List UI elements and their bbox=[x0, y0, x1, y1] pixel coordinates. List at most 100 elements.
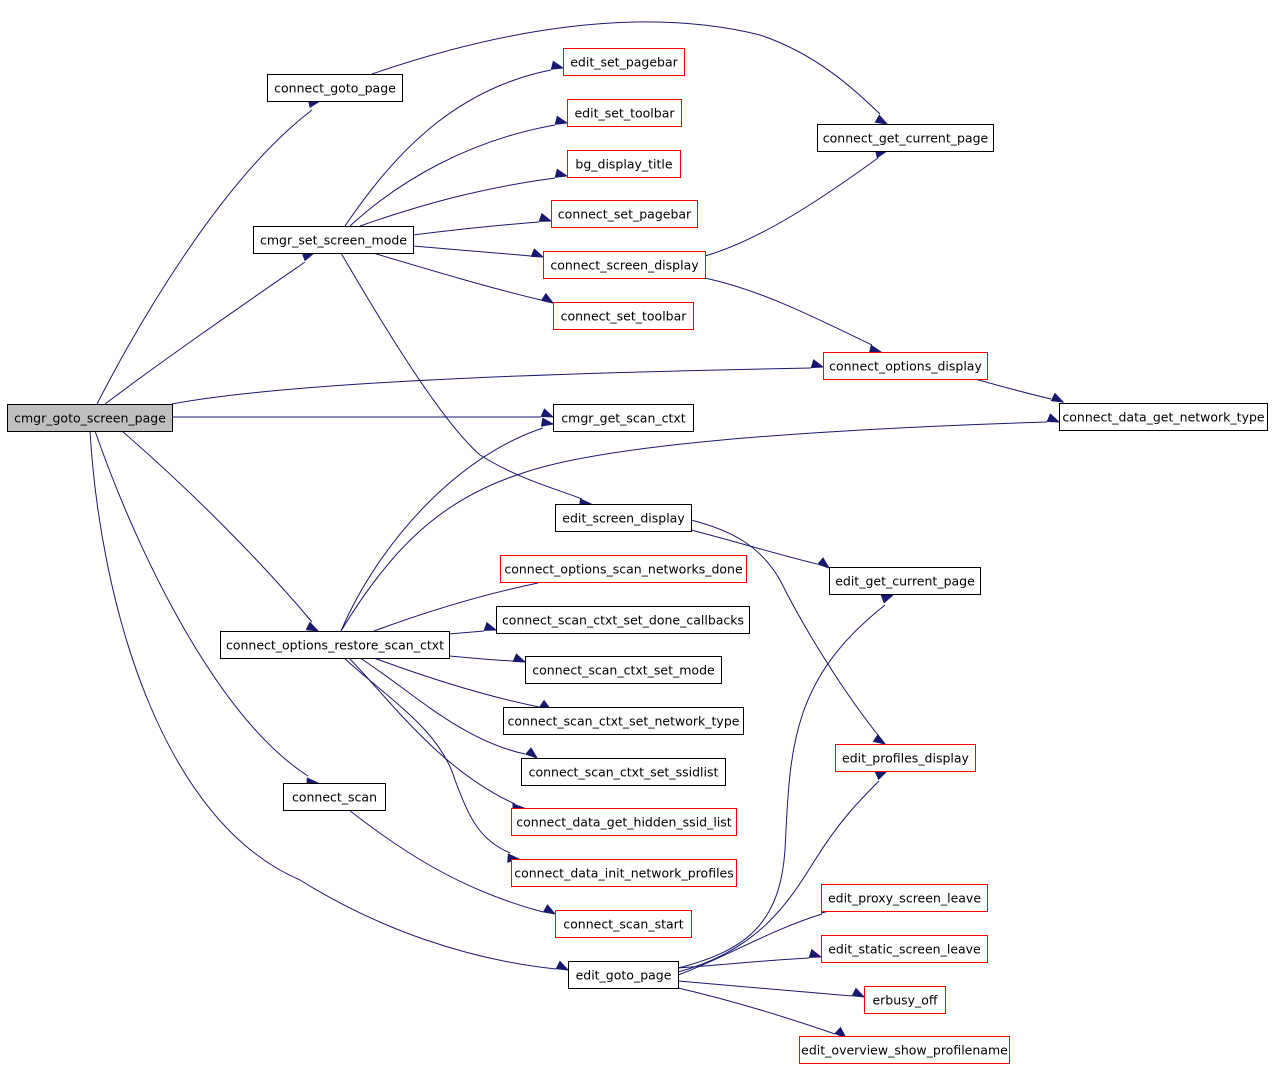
node-connect-scan-start[interactable]: connect_scan_start bbox=[555, 910, 692, 938]
node-box bbox=[553, 404, 694, 432]
node-edit-profiles-display[interactable]: edit_profiles_display bbox=[835, 744, 976, 772]
edge-line bbox=[171, 367, 812, 405]
edge-line bbox=[412, 221, 540, 236]
node-edit-set-toolbar[interactable]: edit_set_toolbar bbox=[567, 99, 682, 127]
arrowhead-icon bbox=[834, 1026, 848, 1039]
node-label: edit_profiles_display bbox=[842, 751, 969, 766]
node-connect-set-pagebar[interactable]: connect_set_pagebar bbox=[551, 200, 698, 228]
node-edit-static-screen-leave[interactable]: edit_static_screen_leave bbox=[821, 935, 988, 963]
arrowhead-icon bbox=[874, 770, 889, 781]
edge-edit_screen_display-to-edit_profiles_display bbox=[690, 519, 887, 745]
node-bg-display-title[interactable]: bg_display_title bbox=[567, 150, 681, 178]
node-connect-data-init-network-profiles[interactable]: connect_data_init_network_profiles bbox=[511, 859, 737, 887]
node-box bbox=[7, 404, 173, 432]
node-connect-options-restore-scan-ctxt[interactable]: connect_options_restore_scan_ctxt bbox=[220, 631, 450, 659]
arrowhead-icon bbox=[525, 747, 539, 759]
edge-line bbox=[677, 980, 853, 997]
node-box bbox=[864, 986, 946, 1014]
edge-cmgr_set_screen_mode-to-connect_set_toolbar bbox=[372, 252, 555, 304]
node-connect-options-display[interactable]: connect_options_display bbox=[823, 352, 988, 380]
edge-line bbox=[349, 124, 556, 227]
edge-line bbox=[690, 529, 818, 565]
edge-line bbox=[373, 582, 539, 632]
node-connect-scan[interactable]: connect_scan bbox=[283, 783, 386, 811]
node-box bbox=[511, 808, 737, 836]
node-box bbox=[283, 783, 386, 811]
edge-edit_screen_display-to-edit_get_current_page bbox=[690, 529, 831, 569]
node-edit-screen-display[interactable]: edit_screen_display bbox=[555, 504, 692, 532]
arrowhead-icon bbox=[1050, 392, 1065, 403]
node-connect-options-scan-networks-done[interactable]: connect_options_scan_networks_done bbox=[500, 555, 747, 583]
edge-line bbox=[412, 245, 532, 257]
node-label: connect_scan_ctxt_set_ssidlist bbox=[529, 765, 719, 780]
node-cmgr-get-scan-ctxt[interactable]: cmgr_get_scan_ctxt bbox=[553, 404, 694, 432]
arrowhead-icon bbox=[542, 904, 557, 915]
node-edit-goto-page[interactable]: edit_goto_page bbox=[568, 961, 679, 989]
edge-line bbox=[94, 430, 309, 777]
edge-line bbox=[677, 913, 823, 976]
arrowhead-icon bbox=[301, 252, 316, 262]
node-box bbox=[835, 744, 976, 772]
node-box bbox=[543, 251, 706, 279]
node-connect-scan-ctxt-set-network-type[interactable]: connect_scan_ctxt_set_network_type bbox=[503, 707, 744, 735]
edge-line bbox=[96, 109, 313, 405]
edge-cmgr_goto_screen_page-to-connect_options_restore_scan_ctxt bbox=[121, 430, 320, 632]
edge-line bbox=[340, 427, 544, 632]
edge-cmgr_goto_screen_page-to-cmgr_set_screen_mode bbox=[104, 252, 316, 405]
edge-line bbox=[104, 261, 306, 405]
node-box bbox=[551, 200, 698, 228]
node-cmgr-set-screen-mode[interactable]: cmgr_set_screen_mode bbox=[253, 226, 414, 254]
node-edit-get-current-page[interactable]: edit_get_current_page bbox=[829, 567, 981, 595]
node-label: edit_proxy_screen_leave bbox=[828, 891, 981, 906]
edge-line bbox=[677, 987, 836, 1035]
edge-cmgr_goto_screen_page-to-cmgr_get_scan_ctxt bbox=[172, 408, 555, 418]
node-label: bg_display_title bbox=[575, 157, 673, 172]
node-box bbox=[1059, 403, 1268, 431]
edge-cmgr_goto_screen_page-to-connect_scan bbox=[94, 430, 320, 787]
node-box bbox=[496, 606, 750, 634]
node-box bbox=[817, 124, 994, 152]
node-label: edit_screen_display bbox=[562, 511, 685, 526]
node-connect-screen-display[interactable]: connect_screen_display bbox=[543, 251, 706, 279]
node-label: connect_scan bbox=[292, 790, 377, 805]
node-box bbox=[555, 910, 692, 938]
node-connect-scan-ctxt-set-ssidlist[interactable]: connect_scan_ctxt_set_ssidlist bbox=[521, 758, 726, 786]
node-connect-scan-ctxt-set-done-callbacks[interactable]: connect_scan_ctxt_set_done_callbacks bbox=[496, 606, 750, 634]
node-connect-set-toolbar[interactable]: connect_set_toolbar bbox=[553, 302, 694, 330]
node-box bbox=[563, 48, 685, 76]
node-label: connect_set_pagebar bbox=[558, 207, 692, 222]
edge-line bbox=[372, 252, 542, 301]
edge-connect_options_restore_scan_ctxt-to-connect_scan_ctxt_set_done_callbacks bbox=[448, 621, 498, 635]
node-label: cmgr_goto_screen_page bbox=[14, 411, 166, 426]
node-label: cmgr_set_screen_mode bbox=[260, 233, 407, 248]
edge-connect_options_restore_scan_ctxt-to-connect_data_init_network_profiles bbox=[343, 657, 521, 863]
node-box bbox=[821, 884, 988, 912]
node-erbusy-off[interactable]: erbusy_off bbox=[864, 986, 946, 1014]
node-label: connect_options_scan_networks_done bbox=[504, 562, 743, 577]
node-label: connect_scan_ctxt_set_network_type bbox=[508, 714, 740, 729]
node-edit-overview-show-profilename[interactable]: edit_overview_show_profilename bbox=[799, 1036, 1010, 1064]
edge-edit_goto_page-to-edit_static_screen_leave bbox=[677, 948, 823, 969]
edge-line bbox=[974, 378, 1052, 400]
node-connect-data-get-hidden-ssid-list[interactable]: connect_data_get_hidden_ssid_list bbox=[511, 808, 737, 836]
node-connect-scan-ctxt-set-mode[interactable]: connect_scan_ctxt_set_mode bbox=[525, 656, 722, 684]
node-connect-goto-page[interactable]: connect_goto_page bbox=[267, 74, 403, 102]
node-box bbox=[823, 352, 988, 380]
edge-line bbox=[371, 21, 881, 115]
arrowhead-icon bbox=[554, 168, 569, 178]
node-label: connect_data_init_network_profiles bbox=[514, 866, 734, 881]
node-cmgr-goto-screen-page[interactable]: cmgr_goto_screen_page bbox=[7, 404, 173, 432]
edge-line bbox=[677, 604, 886, 969]
node-edit-proxy-screen-leave[interactable]: edit_proxy_screen_leave bbox=[821, 884, 988, 912]
edge-line bbox=[690, 519, 879, 736]
edge-connect_goto_page-to-connect_get_current_page bbox=[371, 21, 889, 125]
node-connect-data-get-network-type[interactable]: connect_data_get_network_type bbox=[1059, 403, 1268, 431]
edge-connect_screen_display-to-connect_get_current_page bbox=[704, 149, 889, 257]
node-label: edit_static_screen_leave bbox=[828, 942, 981, 957]
node-connect-get-current-page[interactable]: connect_get_current_page bbox=[817, 124, 994, 152]
edge-cmgr_set_screen_mode-to-connect_screen_display bbox=[412, 245, 545, 258]
node-label: edit_get_current_page bbox=[835, 574, 975, 589]
node-box bbox=[525, 656, 722, 684]
node-edit-set-pagebar[interactable]: edit_set_pagebar bbox=[563, 48, 685, 76]
